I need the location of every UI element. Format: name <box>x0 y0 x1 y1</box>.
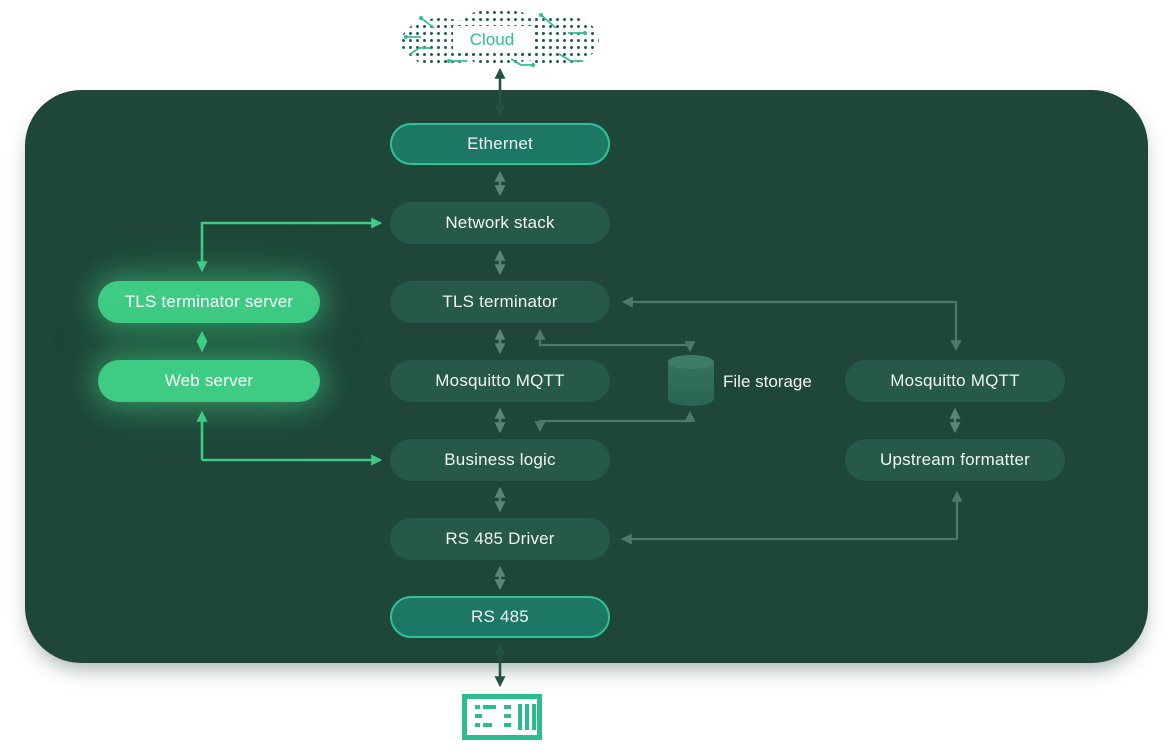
cloud-circuit-dots <box>404 13 587 67</box>
node-rs485-label: RS 485 <box>471 607 529 626</box>
node-ethernet: Ethernet <box>390 123 610 165</box>
node-mosquitto-mqtt-upstream: Mosquitto MQTT <box>845 360 1065 402</box>
node-tls-terminator-label: TLS terminator <box>442 292 558 311</box>
rs485-device-icon <box>462 694 542 740</box>
database-cylinder-icon <box>668 355 714 406</box>
node-upstream-formatter-label: Upstream formatter <box>879 450 1031 469</box>
node-web-server-label: Web server <box>164 371 254 390</box>
node-business-logic: Business logic <box>390 439 610 481</box>
node-rs485: RS 485 <box>390 596 610 638</box>
node-tls-terminator-server-label: TLS terminator server <box>124 292 294 311</box>
node-rs485-driver: RS 485 Driver <box>390 518 610 560</box>
rs485-device-detail <box>475 704 536 730</box>
node-tls-terminator-server: TLS terminator server <box>98 281 320 323</box>
file-storage-label: File storage <box>723 372 812 391</box>
node-mosquitto-mqtt: Mosquitto MQTT <box>390 360 610 402</box>
cloud-label: Cloud <box>470 30 514 49</box>
node-network-stack-label: Network stack <box>445 213 555 232</box>
cloud-icon: Cloud <box>401 8 599 67</box>
node-mosquitto-mqtt-label: Mosquitto MQTT <box>435 371 565 390</box>
cloud-label-backdrop <box>453 26 531 52</box>
node-network-stack: Network stack <box>390 202 610 244</box>
node-web-server: Web server <box>98 360 320 402</box>
node-rs485-driver-label: RS 485 Driver <box>445 529 555 548</box>
node-mosquitto-mqtt-upstream-label: Mosquitto MQTT <box>890 371 1020 390</box>
node-ethernet-label: Ethernet <box>467 134 533 153</box>
node-upstream-formatter: Upstream formatter <box>845 439 1065 481</box>
node-business-logic-label: Business logic <box>444 450 556 469</box>
node-tls-terminator: TLS terminator <box>390 281 610 323</box>
cloud-circuit-accents <box>406 14 585 66</box>
